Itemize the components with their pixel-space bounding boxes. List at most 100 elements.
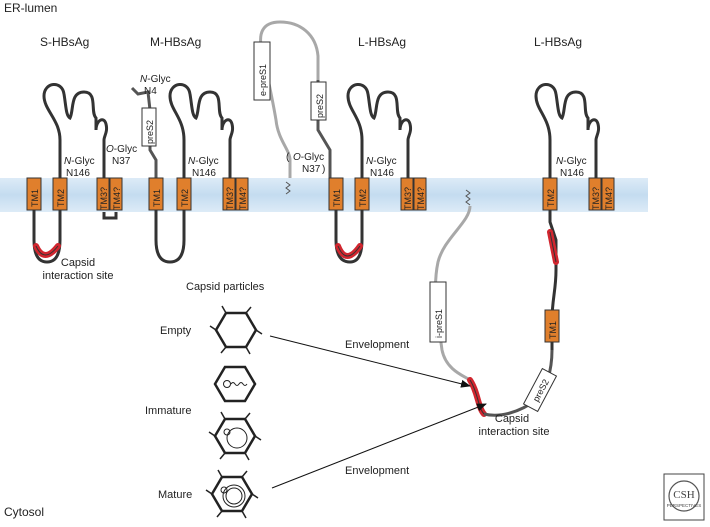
immature-capsid-2-dna (226, 427, 248, 449)
l1-pres2-box (310, 81, 327, 121)
s-nglyc-label: N-Glyc (64, 156, 95, 167)
l1-nglyc-n: N (366, 156, 374, 167)
l1-nglyc-label: N-Glyc (366, 156, 397, 167)
l1-hbsag-chain (334, 83, 413, 264)
l2-pres2-box (522, 367, 558, 413)
l2-nglyc-n: N (556, 156, 564, 167)
envelopment-label-1: Envelopment (345, 339, 409, 351)
m-nglyc-suffix: -Glyc (195, 156, 218, 167)
mature-label: Mature (158, 489, 192, 501)
l2-nglyc-label: N-Glyc (556, 156, 587, 167)
l1-oglyc-label: O-Glyc (293, 152, 324, 163)
s-n146-label: N146 (66, 168, 90, 179)
l2-tm2 (542, 177, 558, 211)
l1-tm4 (413, 177, 427, 211)
s-nglyc-n: N (64, 156, 72, 167)
m-oglyc-suffix: -Glyc (114, 144, 137, 155)
empty-label: Empty (160, 325, 192, 337)
m-nglyc-n: N (188, 156, 196, 167)
mature-capsid-hexagon (210, 475, 254, 513)
l2-i-pres1-box (429, 281, 447, 343)
immature-capsid-2-dot (223, 428, 231, 436)
l2-tm1-label: TM1 (548, 321, 558, 339)
m-tm1-label: TM1 (152, 189, 162, 207)
s-hbsag-title: S-HBsAg (40, 35, 89, 49)
l-hbsag-title-1: L-HBsAg (358, 35, 406, 49)
m-n146-label: N146 (192, 168, 216, 179)
l-hbsag-title-2: L-HBsAg (534, 35, 582, 49)
l2-chain-overlay (469, 379, 485, 415)
immature-capsid-2 (208, 411, 262, 461)
l2-chain-overlay-upper (549, 231, 557, 263)
s-tm2 (52, 177, 68, 211)
m-n4-label: N4 (144, 86, 157, 97)
l2-n146-label: N146 (560, 168, 584, 179)
s-nglyc-suffix: -Glyc (71, 156, 94, 167)
l2-tm3 (588, 177, 602, 211)
m-nglyc-top-n: N (140, 74, 148, 85)
m-pres2-box (141, 107, 157, 147)
l-hbsag-protein-2: i-preS1 preS2 TM1 TM2 TM3? TM4? N-Glyc N… (429, 83, 615, 438)
mature-capsid-spikes (205, 469, 259, 519)
m-tm3-label: TM3? (225, 187, 235, 210)
er-lumen-label: ER-lumen (4, 1, 57, 15)
l1-tm3-label: TM3? (403, 187, 413, 210)
l2-tm4 (601, 177, 615, 211)
l2-pres2-group: preS2 (522, 367, 558, 413)
m-n37-label: N37 (112, 156, 131, 167)
mature-capsid-dna-inner (225, 487, 243, 505)
s-tm1 (26, 177, 42, 211)
m-oglyc-o: O (106, 144, 114, 155)
immature-label: Immature (145, 405, 191, 417)
l1-oglyc-paren-close: ) (322, 164, 325, 175)
immature-capsid-2-spikes (208, 411, 262, 461)
mature-capsid-dot (220, 486, 228, 494)
l1-n37-label: N37 (302, 164, 321, 175)
l1-e-pres1-label: e-preS1 (258, 64, 268, 96)
s-tm2-label: TM2 (56, 189, 66, 207)
s-tm3 (96, 177, 110, 211)
m-nglyc-label-top: N-Glyc (140, 74, 171, 85)
s-tm4 (109, 177, 123, 211)
l2-tm4-label: TM4? (604, 187, 614, 210)
s-tm1-label: TM1 (30, 189, 40, 207)
logo-seal (668, 480, 700, 512)
l2-nglyc-suffix: -Glyc (563, 156, 586, 167)
m-hbsag-title: M-HBsAg (150, 35, 201, 49)
l1-tm2-label: TM2 (358, 189, 368, 207)
logo-text-perspectives: PERSPECTIVES (667, 503, 702, 508)
m-nglyc-top-suffix: -Glyc (147, 74, 170, 85)
l2-tm2-label: TM2 (546, 189, 556, 207)
m-pres2-label: preS2 (145, 120, 155, 144)
l1-nglyc-suffix: -Glyc (373, 156, 396, 167)
l-hbsag-protein-1: e-preS1 preS2 TM1 TM2 TM3? TM4? ( O-Glyc… (253, 20, 427, 264)
m-tm4-label: TM4? (238, 187, 248, 210)
empty-capsid (209, 305, 263, 355)
l1-tm3 (400, 177, 414, 211)
s-capsid-site-line1: Capsid (61, 257, 95, 269)
l2-squiggle (465, 189, 471, 206)
l2-tm3-label: TM3? (591, 187, 601, 210)
m-hbsag-protein: preS2 TM1 TM2 TM3? TM4? N-Glyc N4 O-Glyc… (106, 74, 249, 264)
l1-tm1 (328, 177, 344, 211)
m-hbsag-chain (154, 83, 235, 264)
mature-capsid (205, 469, 259, 519)
l1-tm1-label: TM1 (332, 189, 342, 207)
m-tm2-label: TM2 (180, 189, 190, 207)
empty-capsid-spikes (209, 305, 263, 355)
l1-pres2-label: preS2 (315, 94, 325, 118)
m-nglyc-label: N-Glyc (188, 156, 219, 167)
l1-oglyc-o: O (293, 152, 301, 163)
capsid-particles-heading: Capsid particles (186, 281, 265, 293)
l1-squiggle (285, 181, 291, 195)
csh-perspectives-logo: CSH PERSPECTIVES (663, 473, 705, 521)
l1-oglyc-suffix: -Glyc (301, 152, 324, 163)
s-hbsag-chain (32, 83, 118, 264)
envelopment-label-2: Envelopment (345, 465, 409, 477)
s-tm3-label: TM3? (99, 187, 109, 210)
immature-capsid-1 (213, 365, 257, 403)
m-tm3 (222, 177, 236, 211)
l2-i-pres1-label: i-preS1 (434, 309, 444, 338)
immature-capsid-1-rna (230, 382, 248, 386)
